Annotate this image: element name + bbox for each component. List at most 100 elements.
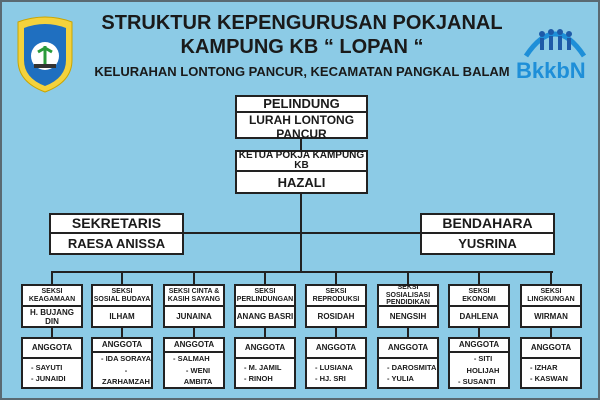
seksi-head-name: WIRMAN xyxy=(534,312,568,321)
member-name: - WENI AMBITA xyxy=(183,365,213,386)
connector xyxy=(51,271,53,285)
member-name: - RINOH xyxy=(244,374,273,383)
member-list: - IZHAR - KASWAN xyxy=(522,359,580,387)
seksi-head-name: ILHAM xyxy=(109,312,135,321)
connector xyxy=(51,326,53,338)
anggota-box: ANGGOTA - IZHAR- KASWAN xyxy=(520,337,582,389)
seksi-title-line2: SOSIAL BUDAYA xyxy=(93,295,151,303)
pelindung-name: LURAH LONTONG PANCUR xyxy=(248,112,355,141)
anggota-box: ANGGOTA - M. JAMIL - RINOH xyxy=(234,337,296,389)
anggota-box: ANGGOTA - DAROSMITA - YULIA xyxy=(377,337,439,389)
member-name: - JUNAIDI xyxy=(31,374,66,383)
anggota-label: ANGGOTA xyxy=(93,339,151,354)
title-line-1: STRUKTUR KEPENGURUSAN POKJANAL xyxy=(101,12,503,34)
connector xyxy=(550,271,552,285)
connector xyxy=(182,232,422,234)
subtitle: KELURAHAN LONTONG PANCUR, KECAMATAN PANG… xyxy=(94,64,510,79)
member-list: - IDA SORAYA- ZARHAMZAH xyxy=(93,353,151,387)
member-list: - LUSIANA - HJ. SRI xyxy=(307,359,365,387)
seksi-title-line2: REPRODUKSI xyxy=(312,295,360,303)
member-name: - ZARHAMZAH xyxy=(102,365,150,386)
member-name: - HJ. SRI xyxy=(315,374,346,383)
connector xyxy=(264,271,266,285)
member-name: - LUSIANA xyxy=(315,362,353,372)
connector xyxy=(335,271,337,285)
connector xyxy=(407,271,409,285)
seksi-title-line2: PERLINDUNGAN xyxy=(236,295,294,303)
city-emblem-icon xyxy=(17,16,73,93)
seksi-title: SEKSI CINTA &KASIH SAYANG xyxy=(165,286,223,307)
member-list: - M. JAMIL - RINOH xyxy=(236,359,294,387)
seksi-head-name: NENGSIH xyxy=(389,312,427,321)
seksi-title-line2: EKONOMI xyxy=(462,295,496,303)
connector xyxy=(478,271,480,285)
member-name: - SAYUTI xyxy=(31,362,63,372)
anggota-label: ANGGOTA xyxy=(23,339,81,359)
anggota-box: ANGGOTA - IDA SORAYA- ZARHAMZAH xyxy=(91,337,153,389)
member-name: - YULIA xyxy=(387,374,414,383)
connector xyxy=(478,326,480,338)
ketua-box: KETUA POKJA KAMPUNG KB HAZALI xyxy=(235,150,368,194)
member-name: - M. JAMIL xyxy=(244,362,282,372)
sekretaris-name: RAESA ANISSA xyxy=(67,236,166,251)
connector xyxy=(300,137,302,151)
connector xyxy=(550,326,552,338)
seksi-head-name: H. BUJANG DIN xyxy=(29,307,74,326)
member-list: - SALMAH- WENI AMBITA xyxy=(165,353,223,387)
ketua-title: KETUA POKJA KAMPUNG KB xyxy=(237,149,366,172)
seksi-title-line1: SEKSI CINTA & xyxy=(168,288,220,296)
pelindung-title: PELINDUNG xyxy=(237,97,366,113)
member-name: - DAROSMITA xyxy=(387,362,437,372)
seksi-title-line1: SEKSI xyxy=(254,288,276,296)
ketua-name: HAZALI xyxy=(277,174,326,190)
seksi-head-name: ANANG BASRI xyxy=(236,312,294,321)
seksi-title-line2: KASIH SAYANG xyxy=(167,295,221,303)
bkkbn-logo-text: BkkbN xyxy=(516,58,586,83)
seksi-title-line2: PENDIDIKAN xyxy=(386,299,430,307)
seksi-title-line1: SEKSI xyxy=(468,288,490,296)
bkkbn-family-icon xyxy=(523,29,587,58)
member-list: - SAYUTI - JUNAIDI xyxy=(23,359,81,387)
seksi-box: SEKSI CINTA &KASIH SAYANG JUNAINA xyxy=(163,284,225,328)
anggota-box: ANGGOTA - SITI HOLIJAH- SUSANTI xyxy=(448,337,510,389)
seksi-title-line1: SEKSI SOSIALISASI xyxy=(385,284,431,299)
member-list: - SITI HOLIJAH- SUSANTI xyxy=(450,353,508,387)
anggota-label: ANGGOTA xyxy=(236,339,294,359)
seksi-title-line2: KEAGAMAAN xyxy=(28,295,76,303)
member-name: - KASWAN xyxy=(530,374,568,383)
anggota-label: ANGGOTA xyxy=(379,339,437,359)
anggota-box: ANGGOTA - SALMAH- WENI AMBITA xyxy=(163,337,225,389)
member-list: - DAROSMITA - YULIA xyxy=(379,359,437,387)
sekretaris-title: SEKRETARIS xyxy=(51,215,182,234)
connector xyxy=(121,271,123,285)
member-name: - IZHAR xyxy=(530,362,558,372)
connector xyxy=(335,326,337,338)
connector xyxy=(193,271,195,285)
connector xyxy=(407,326,409,338)
seksi-head-name: JUNAINA xyxy=(176,312,212,321)
bendahara-title: BENDAHARA xyxy=(422,215,553,234)
member-name: - SUSANTI xyxy=(458,376,496,386)
sekretaris-box: SEKRETARIS RAESA ANISSA xyxy=(49,213,184,255)
connector xyxy=(264,326,266,338)
pelindung-box: PELINDUNG LURAH LONTONG PANCUR xyxy=(235,95,368,141)
connector xyxy=(193,326,195,338)
anggota-box: ANGGOTA - SAYUTI - JUNAIDI xyxy=(21,337,83,389)
anggota-box: ANGGOTA - LUSIANA- HJ. SRI xyxy=(305,337,367,389)
member-name: - IDA SORAYA xyxy=(101,354,152,364)
bendahara-box: BENDAHARA YUSRINA xyxy=(420,213,555,255)
member-name: - SITI HOLIJAH xyxy=(466,354,500,375)
